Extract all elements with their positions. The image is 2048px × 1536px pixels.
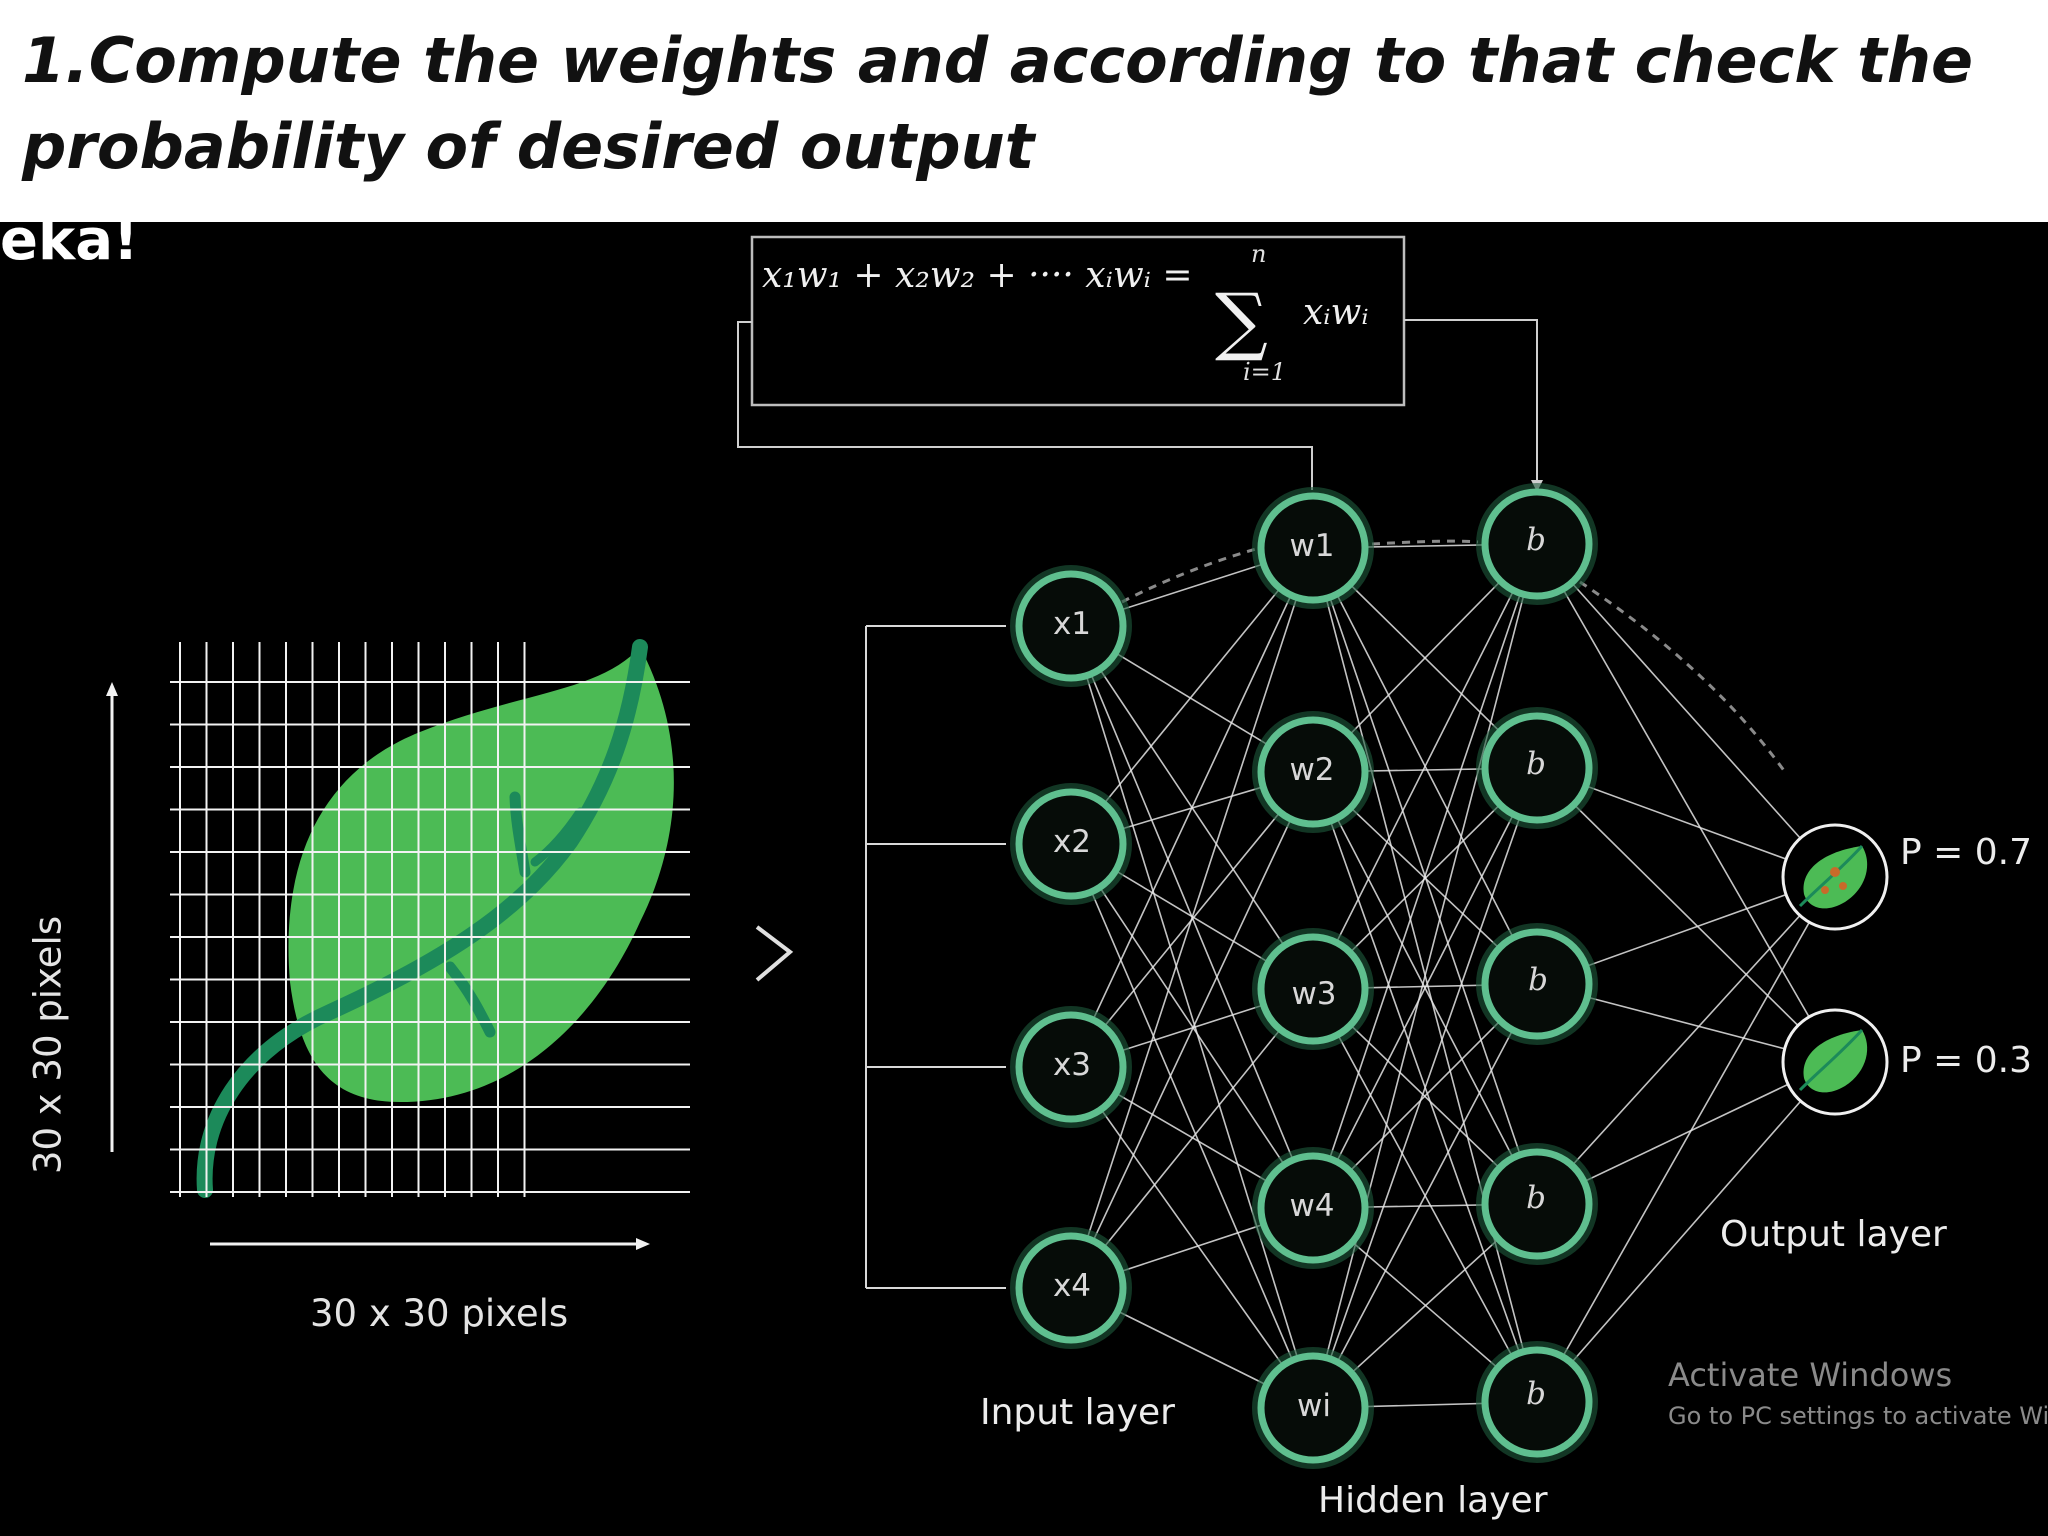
edge-input-hidden [1070, 625, 1314, 1409]
sigma-upper-bound: n [1251, 240, 1267, 268]
input-feed-lines [865, 625, 1006, 1289]
edge-hidden-bias [1312, 543, 1538, 1409]
formula-lhs: x₁w₁ + x₂w₂ + ···· xᵢwᵢ = [762, 255, 1193, 296]
bias-node-circle-2 [1476, 707, 1598, 829]
image-height-label: 30 x 30 pixels [26, 915, 70, 1175]
edge-hidden-bias [1312, 543, 1538, 990]
activation-watermark-title: Activate Windows [1668, 1356, 1953, 1394]
bias-node-3: b [1528, 962, 1548, 998]
formula-connector-left [737, 321, 1313, 490]
edge-input-hidden [1070, 843, 1314, 1409]
hidden-w-node-circle-5 [1252, 1347, 1374, 1469]
bias-node-4: b [1526, 1180, 1546, 1216]
edge-bias-output [1536, 543, 1836, 878]
edge-bias-output [1536, 543, 1836, 1063]
input-node-x4: x4 [1052, 1268, 1092, 1304]
edge-input-hidden [1070, 547, 1314, 1068]
brand-fragment: eka! [0, 208, 139, 273]
hidden-w-node-circle-1 [1252, 487, 1374, 609]
output-probability-2: P = 0.3 [1900, 1040, 2033, 1081]
leaf-healthy-icon [1798, 1028, 1868, 1093]
input-node-x2: x2 [1052, 824, 1092, 860]
input-node-circle-4 [1010, 1227, 1132, 1349]
leaf-grid-image [170, 639, 690, 1198]
edge-input-hidden [1070, 771, 1314, 1289]
hidden-node-w3: w3 [1291, 976, 1337, 1012]
neural-network-diagram [106, 235, 1889, 1469]
edge-input-hidden [1070, 988, 1314, 1289]
edge-hidden-bias [1312, 983, 1538, 1409]
hidden-w-node-circle-4 [1252, 1147, 1374, 1269]
input-layer-label: Input layer [980, 1392, 1175, 1433]
hidden-w-node-circle-2 [1252, 711, 1374, 833]
bias-node-circle-3 [1476, 923, 1598, 1045]
sigma-symbol: ∑ [1215, 278, 1268, 364]
image-width-label: 30 x 30 pixels [310, 1292, 569, 1335]
input-node-circle-2 [1010, 783, 1132, 905]
output-layer-label: Output layer [1720, 1214, 1947, 1255]
edge-hidden-bias [1312, 767, 1538, 1409]
diagram-panel: eka! x₁w₁ + x₂w₂ + ···· xᵢwᵢ = n ∑ i=1 x… [0, 208, 2048, 1536]
highlight-path [1121, 539, 1787, 773]
input-node-x1: x1 [1052, 606, 1092, 642]
edge-bias-output [1536, 1061, 1836, 1403]
hidden-node-w1: w1 [1289, 528, 1335, 564]
activation-watermark-subtitle: Go to PC settings to activate Windows. [1668, 1402, 2048, 1430]
hidden-w-node-circle-3 [1252, 928, 1374, 1050]
hidden-node-w2: w2 [1289, 752, 1335, 788]
bias-node-2: b [1526, 746, 1546, 782]
edge-input-hidden [1070, 547, 1314, 1289]
hidden-node-w4: w4 [1289, 1188, 1335, 1224]
input-node-circle-3 [1010, 1006, 1132, 1128]
sigma-term: xᵢwᵢ [1303, 292, 1369, 333]
edge-hidden-bias [1312, 767, 1538, 1209]
edge-bias-output [1536, 876, 1836, 1403]
edge-hidden-bias [1312, 543, 1538, 1209]
bias-node-5: b [1526, 1376, 1546, 1412]
edge-input-hidden [1070, 1066, 1314, 1409]
edge-input-hidden [1070, 547, 1314, 845]
edge-bias-output [1536, 767, 1836, 1063]
network-nodes [1010, 483, 1889, 1469]
bias-node-1: b [1526, 522, 1546, 558]
hidden-node-wi: wi [1297, 1388, 1331, 1424]
chevron-right-icon [755, 925, 794, 982]
edge-input-hidden [1070, 843, 1314, 1209]
sigma-lower-bound: i=1 [1243, 358, 1287, 386]
leaf-shape [288, 647, 674, 1102]
formula-connector-right [1404, 319, 1538, 484]
bias-node-circle-5 [1476, 1341, 1598, 1463]
input-node-x3: x3 [1052, 1047, 1092, 1083]
input-node-circle-1 [1010, 565, 1132, 687]
leaf-diseased-icon [1798, 844, 1868, 909]
bias-node-circle-4 [1476, 1143, 1598, 1265]
output-probability-1: P = 0.7 [1900, 832, 2033, 873]
hidden-layer-label: Hidden layer [1318, 1480, 1548, 1521]
connection-edges [1070, 543, 1836, 1409]
slide-title: 1.Compute the weights and according to t… [22, 24, 1974, 183]
bias-node-circle-1 [1476, 483, 1598, 605]
edge-bias-output [1536, 876, 1836, 1205]
